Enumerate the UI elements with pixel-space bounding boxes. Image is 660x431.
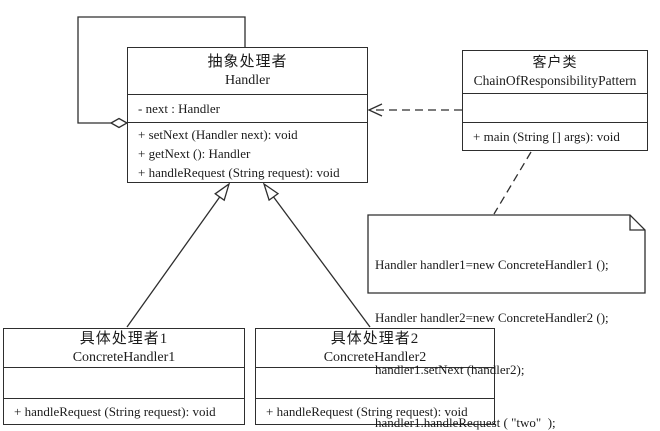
method-item: + getNext (): Handler	[138, 146, 251, 161]
class-box-handler: 抽象处理者 Handler - next : Handler + setNext…	[127, 47, 368, 183]
class-methods-concrete-handler-1: + handleRequest (String request): void	[4, 399, 244, 424]
class-title-client: 客户类 ChainOfResponsibilityPattern	[463, 51, 647, 94]
code-line: Handler handler2=new ConcreteHandler2 ()…	[375, 309, 609, 325]
open-arrowhead-icon	[367, 103, 383, 117]
class-attributes-concrete-handler-1	[4, 368, 244, 399]
class-name-en: Handler	[224, 73, 271, 89]
class-name-en: ChainOfResponsibilityPattern	[473, 73, 637, 88]
method-item: + main (String [] args): void	[473, 129, 620, 144]
inheritance-arrow-2	[262, 182, 371, 328]
class-box-concrete-handler-2: 具体处理者2 ConcreteHandler2 + handleRequest …	[255, 328, 495, 425]
class-title-handler: 抽象处理者 Handler	[128, 48, 367, 96]
class-name-zh: 具体处理者2	[330, 331, 420, 347]
note-link-line	[493, 151, 532, 215]
class-box-client: 客户类 ChainOfResponsibilityPattern + main …	[462, 50, 648, 151]
aggregation-diamond-icon	[109, 117, 129, 129]
note-fold-icon	[629, 215, 645, 231]
hollow-triangle-icon	[262, 182, 280, 202]
class-attributes-concrete-handler-2	[256, 368, 494, 399]
class-title-concrete-handler-1: 具体处理者1 ConcreteHandler1	[4, 329, 244, 368]
aggregation-self-loop	[77, 16, 246, 129]
method-item: + handleRequest (String request): void	[266, 404, 468, 419]
code-line: handler1.setNext (handler2);	[375, 362, 525, 377]
class-name-zh: 抽象处理者	[207, 54, 288, 71]
class-title-concrete-handler-2: 具体处理者2 ConcreteHandler2	[256, 329, 494, 368]
class-name-zh: 客户类	[532, 56, 578, 71]
class-name-en: ConcreteHandler1	[72, 350, 176, 365]
attribute-item: - next : Handler	[138, 100, 220, 116]
method-item: + setNext (Handler next): void	[138, 127, 298, 142]
class-methods-concrete-handler-2: + handleRequest (String request): void	[256, 399, 494, 424]
inheritance-arrow-1	[126, 182, 231, 328]
hollow-triangle-icon	[214, 182, 231, 202]
dependency-arrow	[367, 103, 462, 117]
class-name-zh: 具体处理者1	[79, 331, 169, 347]
code-line: handler1.handleRequest ( "two" );	[375, 414, 556, 430]
method-item: + handleRequest (String request): void	[14, 404, 216, 419]
class-methods-client: + main (String [] args): void	[463, 123, 647, 150]
class-name-en: ConcreteHandler2	[323, 350, 427, 365]
class-attributes-handler: - next : Handler	[128, 95, 367, 123]
class-methods-handler: + setNext (Handler next): void + getNext…	[128, 123, 367, 182]
code-note-shape	[367, 214, 646, 294]
class-attributes-client	[463, 94, 647, 123]
code-note-text: Handler handler1=new ConcreteHandler1 ()…	[375, 221, 637, 431]
code-line: Handler handler1=new ConcreteHandler1 ()…	[375, 257, 609, 272]
method-item: + handleRequest (String request): void	[138, 165, 340, 180]
class-box-concrete-handler-1: 具体处理者1 ConcreteHandler1 + handleRequest …	[3, 328, 245, 425]
